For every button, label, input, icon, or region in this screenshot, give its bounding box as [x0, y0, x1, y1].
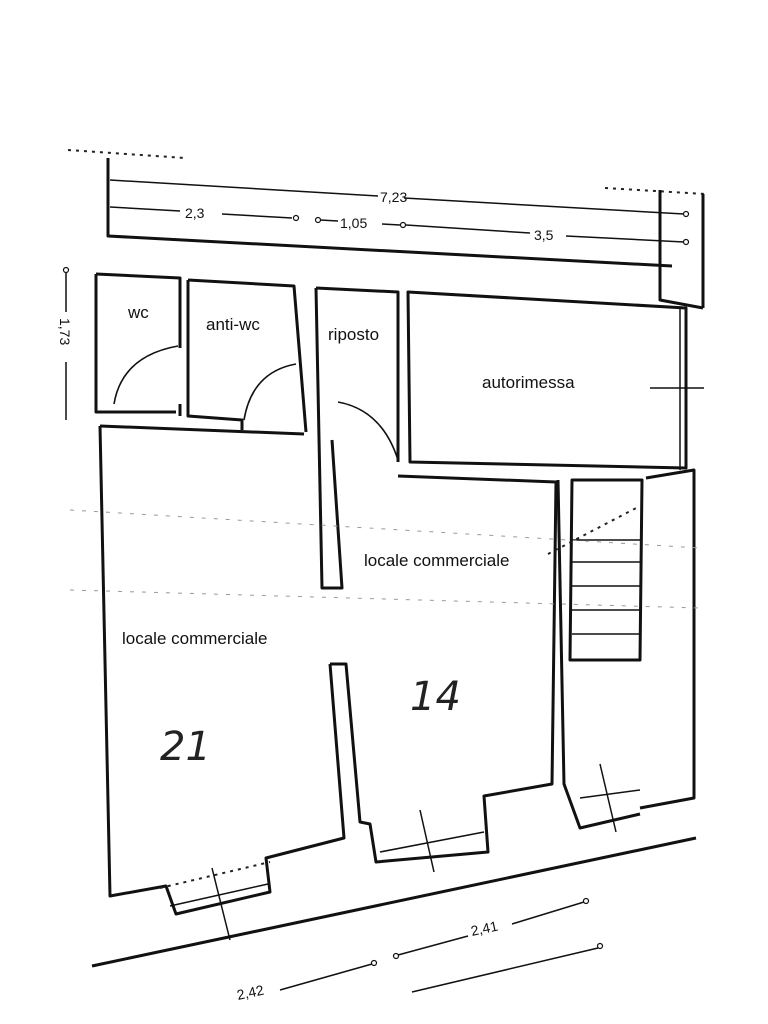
dim-seg-a: 2,3 — [185, 205, 205, 221]
handwritten-right-number: 14 — [410, 674, 461, 720]
dim-seg-c: 3,5 — [534, 227, 554, 243]
dim-total-top: 7,23 — [380, 189, 407, 205]
street-edge — [91, 836, 697, 968]
room-locale-left: locale commerciale — [122, 629, 268, 648]
room-locale-right: locale commerciale — [364, 551, 510, 570]
locale-right-walls — [330, 474, 558, 864]
anti-wc-room-walls — [186, 278, 308, 433]
staircase — [547, 468, 696, 833]
top-strip — [106, 158, 705, 310]
top-left-dashed-edge — [67, 149, 186, 159]
dim-side: 1,73 — [57, 318, 73, 345]
window-markers — [159, 809, 435, 941]
dim-bottom-right: 2,41 — [469, 918, 499, 939]
dim-bottom-left: 2,42 — [235, 982, 265, 1003]
handwritten-left-number: 21 — [160, 724, 211, 770]
autorimessa-room-walls — [406, 290, 704, 470]
guide-dashes — [69, 509, 701, 609]
top-dimension-lines — [109, 179, 690, 246]
room-autorimessa: autorimessa — [482, 373, 575, 392]
riposto-room-walls — [314, 286, 400, 590]
room-wc: wc — [127, 303, 149, 322]
top-right-dashed-edge — [604, 187, 706, 195]
room-anti-wc: anti-wc — [206, 315, 260, 334]
wc-room-walls — [94, 272, 182, 416]
bottom-dimension-lines — [279, 897, 604, 993]
dim-seg-b: 1,05 — [340, 215, 367, 231]
side-dimension-line — [62, 266, 70, 420]
room-riposto: riposto — [328, 325, 379, 344]
